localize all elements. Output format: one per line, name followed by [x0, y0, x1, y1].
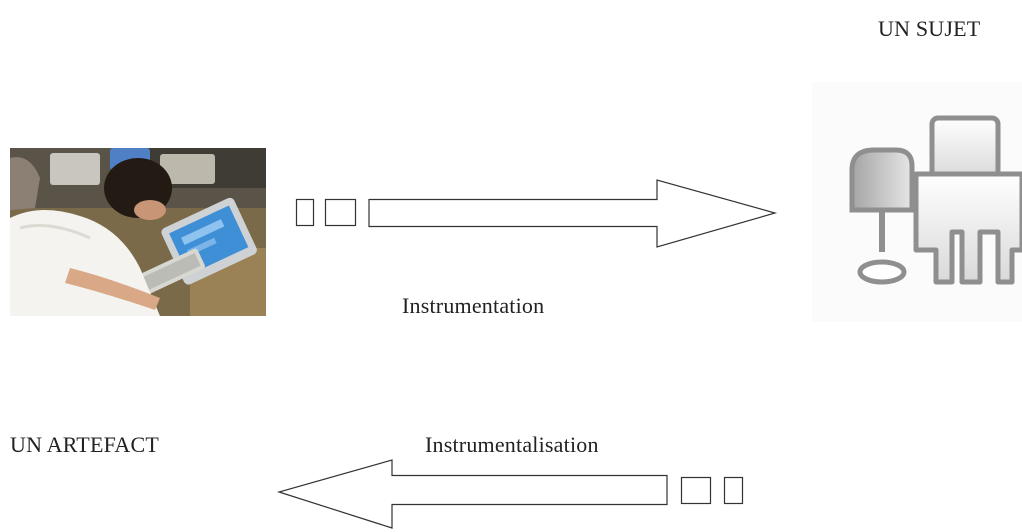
arrow-right-icon	[368, 179, 778, 248]
computer-icon-drawing	[812, 82, 1022, 322]
placeholder-box	[680, 476, 712, 505]
placeholder-box	[723, 476, 744, 505]
placeholder-box	[324, 198, 357, 227]
instrumentation-label: Instrumentation	[402, 293, 545, 318]
subject-label: UN SUJET	[878, 16, 981, 41]
arrow-left-icon	[276, 459, 668, 529]
photo-drawing	[10, 148, 266, 316]
instrumentalisation-label: Instrumentalisation	[425, 432, 599, 457]
person-at-computer-photo	[10, 148, 266, 316]
computer-workstation-icon	[812, 82, 1022, 322]
artefact-label: UN ARTEFACT	[10, 432, 159, 457]
placeholder-box	[295, 198, 315, 227]
